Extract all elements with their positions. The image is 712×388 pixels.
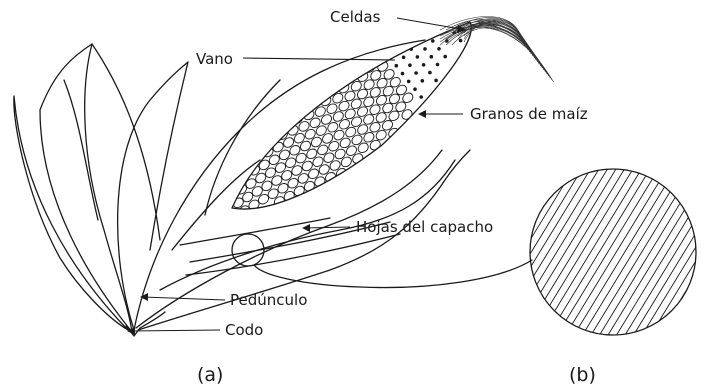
zoom-connector: [254, 260, 532, 288]
label-stalk: Vano: [196, 50, 233, 68]
label-husk-leaves: Hojas del capacho: [356, 218, 493, 236]
label-kernels: Granos de maíz: [470, 105, 588, 123]
caption-b: (b): [569, 364, 596, 386]
label-silks: Celdas: [330, 8, 381, 26]
caption-a: (a): [197, 364, 223, 386]
silks: [440, 17, 554, 82]
label-node: Codo: [225, 321, 263, 339]
label-peduncle: Pedúnculo: [230, 291, 307, 309]
leader-lines: [127, 18, 466, 335]
cob-kernels: [225, 22, 471, 219]
